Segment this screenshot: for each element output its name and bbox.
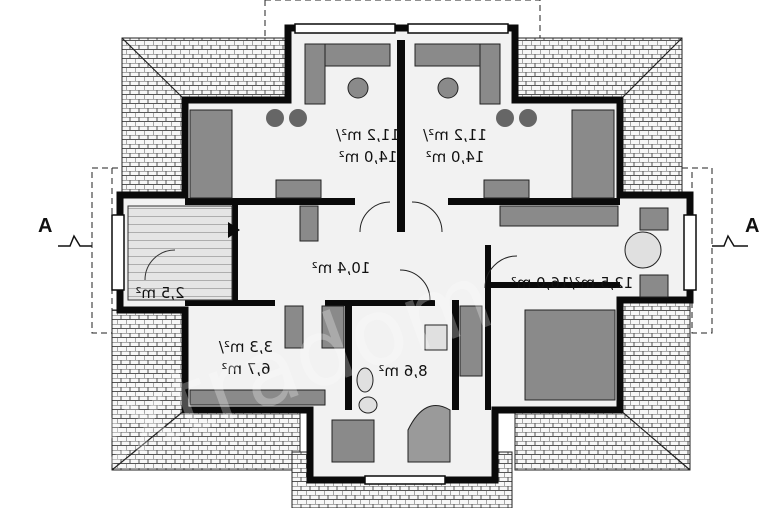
bedroom-left-area-1: 11,2 m²/ — [335, 126, 400, 144]
plant-icon — [266, 109, 537, 127]
hall-area: 10,4 m² — [312, 259, 371, 277]
bathroom-area: 8,6 m² — [378, 362, 427, 380]
bedroom-left-area-2: 14,0 m² — [339, 148, 398, 166]
staircase — [127, 205, 240, 301]
bedroom-right-area-1: 11,2 m²/ — [422, 126, 487, 144]
furniture — [189, 43, 669, 463]
master-bedroom-area: 12,5 m²/16,0 m² — [511, 274, 634, 292]
windows — [111, 23, 697, 485]
section-mark-right: A — [712, 215, 759, 247]
staircase-area: 2,5 m² — [135, 284, 184, 302]
section-letter-left: A — [38, 215, 52, 237]
wardrobe-area-2: 6,7 m² — [221, 360, 270, 378]
section-letter-right: A — [745, 215, 759, 237]
bedroom-right-area-2: 14,0 m² — [426, 148, 485, 166]
door-swings — [359, 201, 518, 301]
section-mark-left: A — [38, 215, 92, 247]
wardrobe-area-1: 3,3 m²/ — [218, 338, 273, 356]
room-labels: 11,2 m²/ 14,0 m² 11,2 m²/ 14,0 m² 10,4 m… — [135, 126, 633, 380]
